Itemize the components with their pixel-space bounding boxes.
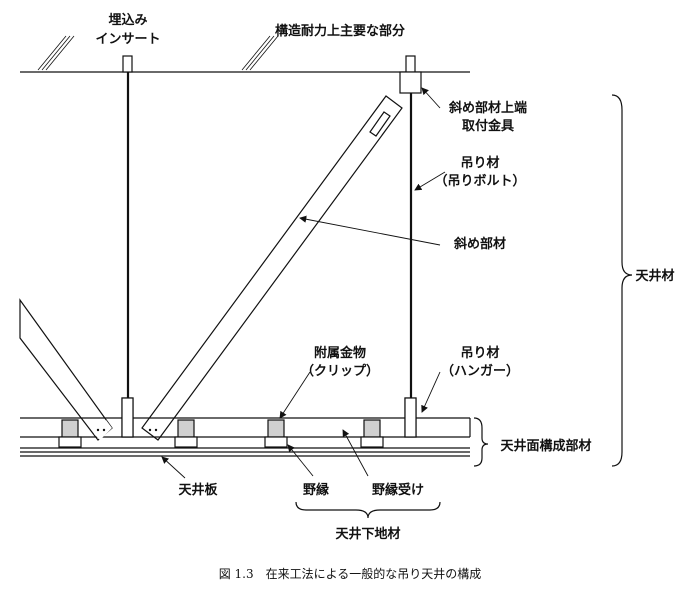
label-substructure: 天井下地材 — [335, 526, 400, 542]
insert-right — [405, 55, 416, 73]
brace-substructure — [295, 501, 441, 519]
clips — [58, 419, 384, 448]
brace-ceiling-surface — [473, 417, 489, 467]
diagonal-brace — [141, 95, 403, 441]
label-insert: 埋込み — [108, 12, 147, 28]
label-nobuchi-uke: 野縁受け — [372, 482, 424, 498]
label-hanger-bolt: 吊り材 — [460, 155, 499, 171]
slab-hatch — [37, 35, 279, 71]
brace-bolts — [96, 428, 158, 432]
label-clip-2: （クリップ） — [301, 363, 379, 379]
label-ceiling-surface: 天井面構成部材 — [500, 438, 591, 454]
label-hanger: 吊り材 — [460, 345, 499, 361]
label-hanger-2: （ハンガー） — [441, 363, 519, 379]
label-nobuchi: 野縁 — [303, 482, 329, 498]
brace-top-bracket — [399, 71, 422, 94]
leader-lines — [161, 87, 446, 479]
label-brace: 斜め部材 — [453, 236, 506, 252]
label-hanger-bolt-2: （吊りボルト） — [434, 173, 525, 189]
label-ceiling-material: 天井材 — [635, 268, 674, 284]
label-structural: 構造耐力上主要な部分 — [275, 23, 405, 39]
label-clip: 附属金物 — [314, 345, 366, 361]
brace-ceiling-material — [611, 94, 633, 467]
brace-top-plate — [369, 111, 391, 137]
figure-caption: 図 1.3 在来工法による一般的な吊り天井の構成 — [219, 566, 482, 581]
label-brace-top-2: 取付金具 — [462, 118, 514, 134]
insert-left — [122, 55, 133, 73]
label-insert-2: インサート — [95, 32, 160, 47]
diagonal-brace-left — [19, 298, 113, 441]
label-brace-top: 斜め部材上端 — [448, 100, 527, 116]
label-ceiling-board: 天井板 — [178, 482, 218, 498]
